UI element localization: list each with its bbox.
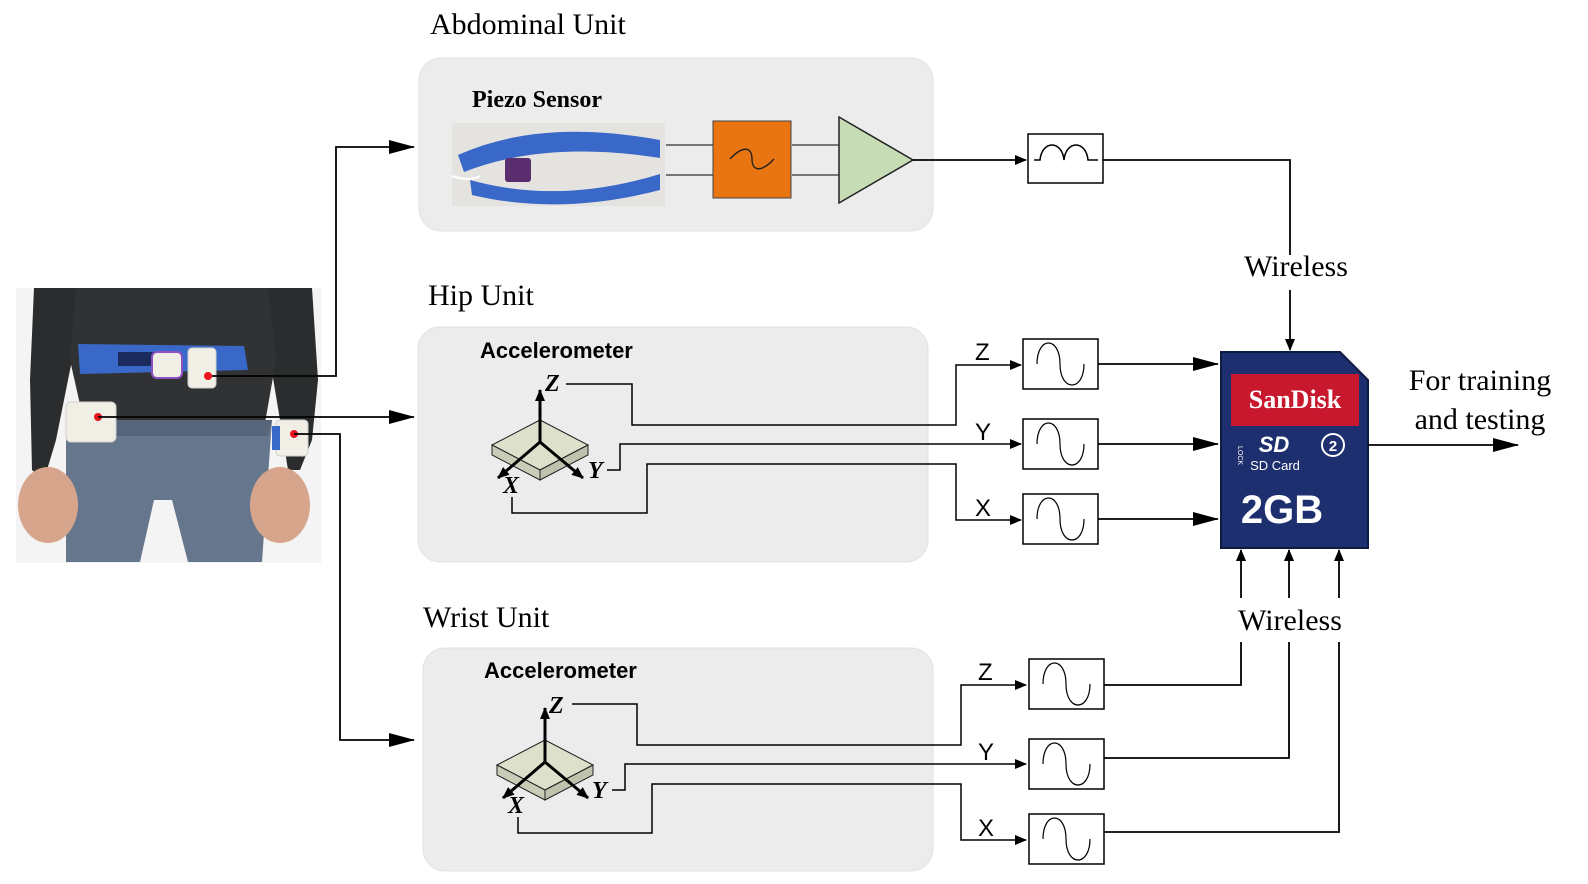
- hip-x-line: [511, 463, 1022, 525]
- wireless-label-top: Wireless: [1244, 250, 1348, 283]
- wrist-filter-z: [1028, 658, 1105, 710]
- output-arrow: For training and testing: [1368, 364, 1552, 452]
- amplifier-triangle: [838, 115, 915, 205]
- wrist-filter-y: [1028, 738, 1105, 790]
- hip-z-channel-label: Z: [975, 339, 990, 366]
- sd-logo-text: SD: [1259, 432, 1290, 457]
- output-label-line1: For training: [1409, 364, 1552, 397]
- sd-speed-class-text: 2: [1329, 438, 1337, 455]
- sd-lock-label: LOCK: [1236, 446, 1243, 465]
- wrist-y-axis-letter: Y: [592, 778, 609, 804]
- abdominal-unit-title: Abdominal Unit: [430, 8, 626, 41]
- wrist-x-channel-label: X: [978, 815, 994, 842]
- hip-unit-title: Hip Unit: [428, 279, 535, 312]
- subject-photo: [16, 288, 321, 563]
- wrist-y-channel-label: Y: [978, 739, 994, 766]
- output-label-line2: and testing: [1415, 403, 1546, 436]
- wrist-x-line: [517, 783, 1027, 845]
- wrist-y-wireless: [1104, 642, 1290, 759]
- wrist-unit: Wrist Unit Accelerometer Z Y X Z Y X: [422, 549, 1344, 872]
- respiration-signal-box: [1027, 133, 1104, 184]
- sd-speed-class-icon: [1321, 433, 1345, 457]
- wrist-z-line: [572, 680, 1027, 746]
- wrist-x-axis-letter: X: [507, 793, 525, 819]
- hip-filter-z: [1022, 338, 1099, 390]
- wrist-z-axis-letter: Z: [548, 693, 564, 719]
- hip-z-axis-letter: Z: [544, 371, 560, 397]
- wrist-x-wireless: [1104, 642, 1340, 833]
- hip-filter-y: [1022, 418, 1099, 470]
- wrist-filter-x: [1028, 813, 1105, 865]
- hip-y-axis-letter: Y: [588, 458, 605, 484]
- hip-y-line: [607, 439, 1022, 471]
- wrist-y-line: [612, 759, 1027, 791]
- photo-connectors: [98, 140, 415, 747]
- bandpass-filter-block: [712, 120, 792, 199]
- wrist-z-wireless: [1104, 642, 1242, 686]
- hip-x-axis-letter: X: [502, 473, 520, 499]
- sd-capacity-text: 2GB: [1241, 488, 1323, 532]
- wrist-accelerometer-label: Accelerometer: [484, 658, 637, 683]
- wrist-link: [294, 433, 415, 747]
- sd-type-text: SD Card: [1250, 458, 1300, 473]
- piezo-belt-photo: [451, 123, 665, 206]
- abdominal-link: [212, 140, 415, 377]
- hip-filter-x: [1022, 493, 1099, 545]
- sd-brand-text: SanDisk: [1249, 385, 1342, 414]
- wrist-z-channel-label: Z: [978, 659, 993, 686]
- wrist-axes-icon: Z Y X: [495, 693, 609, 819]
- hip-accelerometer-label: Accelerometer: [480, 338, 633, 363]
- wrist-unit-title: Wrist Unit: [423, 601, 550, 634]
- sd-card: SanDisk SD 2 LOCK SD Card 2GB: [1220, 351, 1369, 549]
- hip-x-channel-label: X: [975, 495, 991, 522]
- hip-unit: Hip Unit Accelerometer Z Y X Z Y X: [417, 279, 1219, 563]
- wireless-label-bottom: Wireless: [1238, 604, 1342, 637]
- hip-z-line: [566, 360, 1022, 426]
- abdominal-output: Wireless: [913, 133, 1348, 351]
- piezo-sensor-label: Piezo Sensor: [472, 87, 602, 113]
- hip-axes-icon: Z Y X: [490, 371, 605, 499]
- hip-y-channel-label: Y: [975, 419, 991, 446]
- abdominal-unit: Abdominal Unit Piezo Sensor: [418, 8, 934, 232]
